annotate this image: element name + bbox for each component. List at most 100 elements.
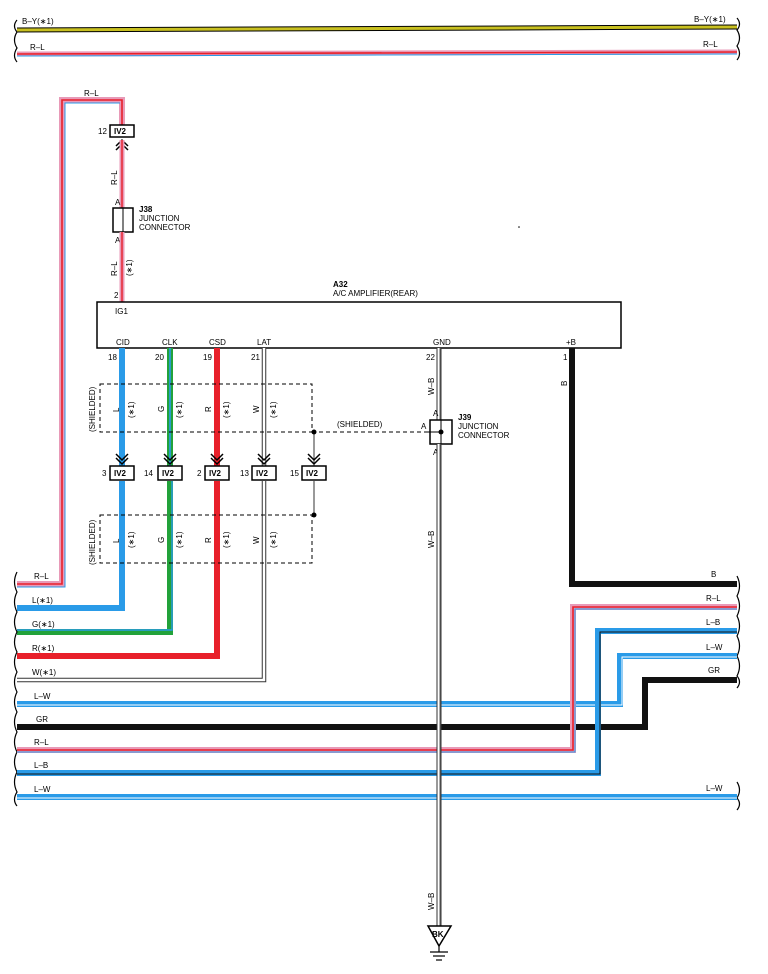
bus-right-l-w2: L–W (706, 784, 723, 793)
bus-left-l-w2: L–W (34, 785, 51, 794)
amp-clk: CLK (162, 338, 178, 347)
pin-plus-b: 1 (563, 353, 568, 362)
bus-right-r-l: R–L (706, 594, 721, 603)
shield-box-lower: (SHIELDED) L (∗1) G (∗1) R (∗1) W (∗1) (88, 514, 313, 565)
bus-left-r1: R(∗1) (32, 644, 55, 653)
pin-lat: 21 (251, 353, 260, 362)
iv2-connector-2 (204, 465, 230, 481)
amp-plus-b: +B (566, 338, 576, 347)
b-y-left-label: B–Y(∗1) (22, 17, 54, 26)
iv2-pin-2: 2 (197, 469, 202, 478)
iv2-label-13: IV2 (256, 469, 269, 478)
shield-note-g: (∗1) (175, 401, 184, 418)
bus-left-l-w: L–W (34, 692, 51, 701)
ground-icon (426, 925, 453, 948)
shield-wire-l: L (112, 407, 121, 412)
pin-cid: 18 (108, 353, 117, 362)
amp-csd: CSD (209, 338, 226, 347)
iv2-connector-13 (251, 465, 277, 481)
j39-pin-a-left: A (421, 422, 427, 431)
iv2-connector-15 (301, 465, 327, 481)
bus-left-gr: GR (36, 715, 48, 724)
shield-lower-wire-r: R (204, 537, 213, 543)
amp-lat: LAT (257, 338, 271, 347)
stray-mark (518, 226, 520, 228)
ground-label: BK (432, 930, 444, 939)
plus-b-wire: B B (560, 348, 737, 587)
iv2-pin-15: 15 (290, 469, 299, 478)
shield-wire-g: G (157, 406, 166, 412)
iv2-label-2: IV2 (209, 469, 222, 478)
amp-ig1: IG1 (115, 307, 128, 316)
amp-code: A32 (333, 280, 348, 289)
top-bus: B–Y(∗1) B–Y(∗1) R–L R–L (13, 15, 741, 63)
iv2-pin-14: 14 (144, 469, 153, 478)
plus-b-vert-label: B (560, 381, 569, 386)
shield-lower-note-g: (∗1) (175, 531, 184, 548)
shield-lower-note-w: (∗1) (269, 531, 278, 548)
pin-csd: 19 (203, 353, 212, 362)
bus-left-r-l: R–L (34, 572, 49, 581)
shield-note-w: (∗1) (269, 401, 278, 418)
feed-vert-label-upper: R–L (110, 170, 119, 185)
bus-left-w1: W(∗1) (32, 668, 56, 677)
amp-name: A/C AMPLIFIER(REAR) (333, 289, 418, 298)
ig1-pin: 2 (114, 291, 119, 300)
shield-lower-note-r: (∗1) (222, 531, 231, 548)
j38-pin-a-top: A (115, 198, 121, 207)
j38-line1: JUNCTION (139, 214, 180, 223)
signal-wires (17, 348, 317, 683)
iv2-connector-14 (157, 465, 183, 481)
j38-code: J38 (139, 205, 153, 214)
shield-label-mid: (SHIELDED) (337, 420, 383, 429)
iv2-connector-row: IV2 IV2 IV2 IV2 IV2 3 14 2 13 15 (102, 453, 327, 481)
bus-right-l-b: L–B (706, 618, 720, 627)
iv2-pin-13: 13 (240, 469, 249, 478)
bus-left-g1: G(∗1) (32, 620, 55, 629)
shield-note-l: (∗1) (127, 401, 136, 418)
shield-lower-wire-w: W (252, 536, 261, 544)
shield-note-r: (∗1) (222, 401, 231, 418)
gnd-wire-lower-label: W–B (427, 531, 436, 548)
r-l-top-right-label: R–L (703, 40, 718, 49)
iv2-connector-12 (109, 124, 135, 138)
j39-pin-a-bottom: A (433, 448, 439, 457)
r-l-top-left-label: R–L (30, 43, 45, 52)
iv2-12-label: IV2 (114, 127, 127, 136)
iv2-label-3: IV2 (114, 469, 127, 478)
bus-left-l-b: L–B (34, 761, 48, 770)
j39-line2: CONNECTOR (458, 431, 510, 440)
iv2-label-15: IV2 (306, 469, 319, 478)
shield-lower-wire-g: G (157, 537, 166, 543)
bottom-bus: R–L L(∗1) G(∗1) R(∗1) W(∗1) L–W GR R–L L… (13, 571, 741, 811)
j39-line1: JUNCTION (458, 422, 499, 431)
gnd-wire-upper-label: W–B (427, 378, 436, 395)
ac-amplifier-rear: A32 A/C AMPLIFIER(REAR) IG1 CID CLK CSD … (96, 280, 622, 362)
pin-clk: 20 (155, 353, 164, 362)
feed-wire-r-l: R–L IV2 12 R–L A A J38 JUNCTION CONNECTO… (17, 89, 191, 588)
shield-label-left: (SHIELDED) (88, 386, 97, 432)
b-y-right-label: B–Y(∗1) (694, 15, 726, 24)
bus-right-gr: GR (708, 666, 720, 675)
ground-wire: W–B A A A J39 JUNCTION CONNECTOR W–B W–B… (421, 348, 510, 961)
shield-wire-w: W (252, 405, 261, 413)
feed-wire-label: R–L (84, 89, 99, 98)
amp-gnd: GND (433, 338, 451, 347)
amp-cid: CID (116, 338, 130, 347)
feed-vert-label-lower: R–L (110, 261, 119, 276)
shield-label-lower: (SHIELDED) (88, 519, 97, 565)
shield-wire-r: R (204, 406, 213, 412)
bus-left-r-l2: R–L (34, 738, 49, 747)
shield-lower-wire-l: L (112, 538, 121, 543)
j39-pin-a-top: A (433, 409, 439, 418)
shield-box-upper: (SHIELDED) (SHIELDED) L (∗1) G (∗1) R (∗… (88, 383, 425, 433)
j39-code: J39 (458, 413, 472, 422)
bus-right-l-w: L–W (706, 643, 723, 652)
iv2-connector-3 (109, 465, 135, 481)
iv2-pin-3: 3 (102, 469, 107, 478)
j38-pin-a-bottom: A (115, 236, 121, 245)
iv2-12-pin: 12 (98, 127, 107, 136)
gnd-wire-bottom-label: W–B (427, 893, 436, 910)
j38-line2: CONNECTOR (139, 223, 191, 232)
